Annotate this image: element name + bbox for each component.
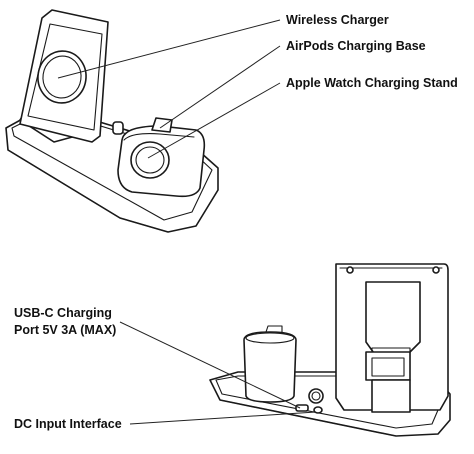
leader-wireless-charger (57, 19, 281, 79)
leader-airpods-base (159, 45, 281, 129)
rear-airpods-base (243, 331, 297, 403)
front-view-illustration (5, 9, 219, 233)
rear-view-illustration (209, 263, 451, 437)
label-airpods-base: AirPods Charging Base (286, 39, 426, 53)
label-watch-stand: Apple Watch Charging Stand (286, 76, 458, 90)
label-wireless-charger: Wireless Charger (286, 13, 389, 27)
usbc-port (295, 404, 309, 412)
label-usbc-line2: Port 5V 3A (MAX) (14, 323, 116, 337)
label-usbc-line1: USB-C Charging (14, 306, 112, 320)
leader-dc-input (129, 411, 317, 425)
leader-watch-stand (147, 82, 281, 159)
label-dc-input: DC Input Interface (14, 417, 122, 431)
rear-watch-pin (308, 388, 324, 404)
front-watch-pin (112, 121, 124, 135)
leader-usbc-port (119, 321, 301, 409)
dc-input-port (313, 406, 323, 414)
rear-kickstand (365, 281, 421, 357)
